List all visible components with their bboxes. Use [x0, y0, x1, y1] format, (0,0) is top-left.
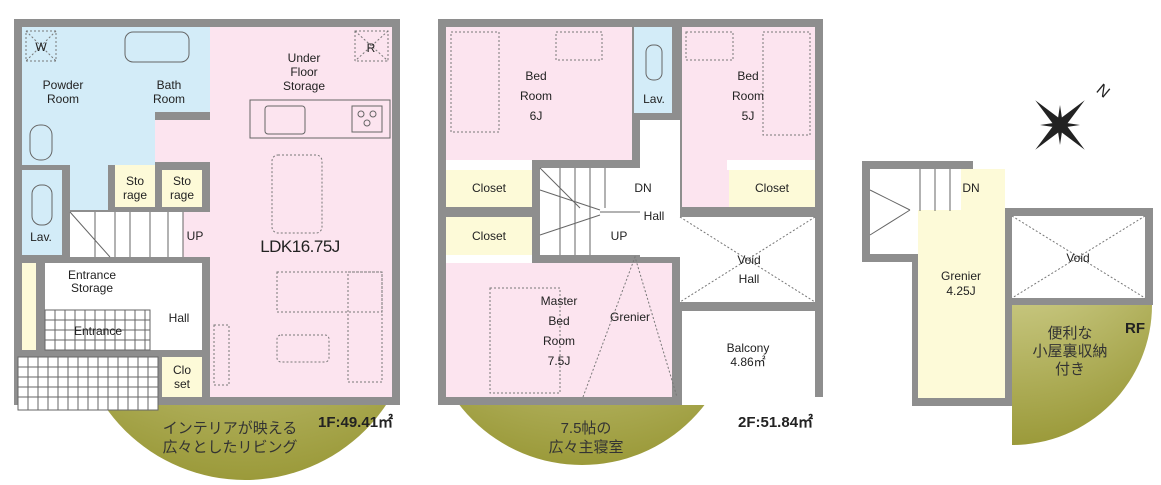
underfloor-storage-label: Under: [288, 51, 321, 65]
master-bed-label-2: Bed: [548, 314, 569, 328]
master-bed-room: [446, 263, 672, 397]
master-bed-label-3: Room: [543, 334, 575, 348]
lav-1f-label: Lav.: [30, 230, 52, 244]
rf-label: RF: [1125, 320, 1145, 337]
roof-floor: DN Grenier 4.25J Void RF 便利な 小屋裏収納 付き N: [862, 81, 1153, 445]
floor-1-caption: インテリアが映える: [163, 420, 298, 437]
storage-1-label-2: rage: [123, 188, 147, 202]
lav-2f: [634, 27, 672, 113]
entrance-storage-label-2: Storage: [71, 281, 113, 295]
entrance-label: Entrance: [74, 324, 122, 338]
toilet-icon: [31, 184, 53, 226]
closet-1f-label-2: set: [174, 377, 191, 391]
caption-arc-1f: [104, 405, 386, 480]
bath-room-label-2: Room: [153, 92, 185, 106]
storage-2-label: Sto: [173, 174, 191, 188]
coffee-table: [276, 334, 330, 363]
bed-5j: [762, 31, 811, 136]
floor-2-caption-2: 広々主寝室: [548, 438, 623, 456]
rf-caption-2: 小屋裏収納: [1032, 342, 1107, 360]
void-rf: [1012, 216, 1145, 298]
bathtub-icon: [124, 31, 190, 63]
caption-arc-rf: [1012, 305, 1152, 445]
closet-a: [446, 170, 532, 207]
bed-room-5j-label-3: 5J: [742, 109, 755, 123]
bath-room: [115, 27, 210, 112]
stairs-up-2f-label: UP: [611, 229, 628, 243]
bed-master: [489, 287, 561, 394]
compass-icon: [1035, 100, 1085, 150]
floor-1: W Powder Room Bath Room Sto rage Sto rag…: [14, 19, 400, 480]
stairs-dn-rf-label: DN: [962, 181, 979, 195]
sink-icon: [29, 124, 53, 161]
void-hall-label-2: Hall: [739, 272, 760, 286]
toilet-2f-icon: [645, 44, 663, 81]
bed-6j: [450, 31, 500, 133]
balcony-label: Balcony: [727, 341, 770, 355]
refrigerator-label: R: [367, 41, 376, 55]
hall-2f-label: Hall: [644, 209, 665, 223]
grenier-rf: [961, 169, 1005, 398]
bed-room-6j-label: Bed: [525, 69, 546, 83]
washer-label: W: [35, 40, 47, 54]
compass-north-label: N: [1093, 81, 1113, 101]
bed-room-6j: [446, 27, 632, 160]
hall-2f: [640, 120, 680, 257]
underfloor-storage-label-3: Storage: [283, 79, 325, 93]
balcony-area: 4.86㎡: [730, 355, 765, 369]
closet-c: [729, 170, 815, 207]
hall-1f-label: Hall: [169, 311, 190, 325]
tv-stand: [213, 324, 230, 386]
master-bed-label-4: 7.5J: [548, 354, 571, 368]
storage-1: [115, 165, 155, 207]
underfloor-storage-label-2: Floor: [290, 65, 317, 79]
caption-arc-2f: [459, 405, 705, 465]
bath-room-label: Bath: [157, 78, 182, 92]
master-bed-label: Master: [541, 294, 578, 308]
washer-icon: [25, 30, 57, 62]
grenier-rf-label: Grenier: [941, 269, 981, 283]
closet-c-label: Closet: [755, 181, 790, 195]
floor-1-area: 1F:49.41㎡: [318, 413, 393, 431]
bed-room-6j-label-2: Room: [520, 89, 552, 103]
kitchen-counter: [249, 99, 391, 139]
stairs-up-label: UP: [187, 229, 204, 243]
void-hall-label: Void: [737, 253, 760, 267]
storage-2: [162, 170, 202, 207]
desk-6j: [555, 31, 603, 61]
bed-room-5j-label-2: Room: [732, 89, 764, 103]
closet-a-label: Closet: [472, 181, 507, 195]
dining-table: [271, 154, 323, 234]
powder-room-label-2: Room: [47, 92, 79, 106]
bed-room-5j-label: Bed: [737, 69, 758, 83]
rf-caption: 便利な: [1047, 325, 1092, 342]
closet-1f-label: Clo: [173, 363, 191, 377]
powder-room-label: Powder: [43, 78, 84, 92]
stairs-dn-label: DN: [634, 181, 651, 195]
stove-icon: [351, 105, 383, 133]
lav-1f: [22, 170, 62, 255]
refrigerator-icon: [354, 30, 389, 62]
closet-b: [446, 217, 532, 255]
kitchen-sink-icon: [264, 105, 306, 135]
void-rf-label: Void: [1066, 251, 1089, 265]
entrance-storage-label: Entrance: [68, 268, 116, 282]
lav-2f-label: Lav.: [643, 92, 665, 106]
ldk-label: LDK16.75J: [260, 237, 340, 256]
floor-2-area: 2F:51.84㎡: [738, 413, 813, 431]
floor-2-caption: 7.5帖の: [561, 420, 612, 437]
grenier-2f-label: Grenier: [610, 310, 650, 324]
bed-room-6j-label-3: 6J: [530, 109, 543, 123]
storage-2-label-2: rage: [170, 188, 194, 202]
grenier-rf-area: 4.25J: [946, 284, 975, 298]
desk-5j: [685, 31, 734, 61]
floor-1-caption-2: 広々としたリビング: [162, 439, 297, 456]
storage-1-label: Sto: [126, 174, 144, 188]
balcony: [682, 311, 815, 397]
rf-caption-3: 付き: [1055, 361, 1085, 378]
entrance-storage: [22, 263, 36, 350]
floor-2: Bed Room 6J Lav. Bed Room 5J Closet Clos…: [438, 19, 823, 465]
closet-b-label: Closet: [472, 229, 507, 243]
closet-1f: [162, 357, 202, 397]
